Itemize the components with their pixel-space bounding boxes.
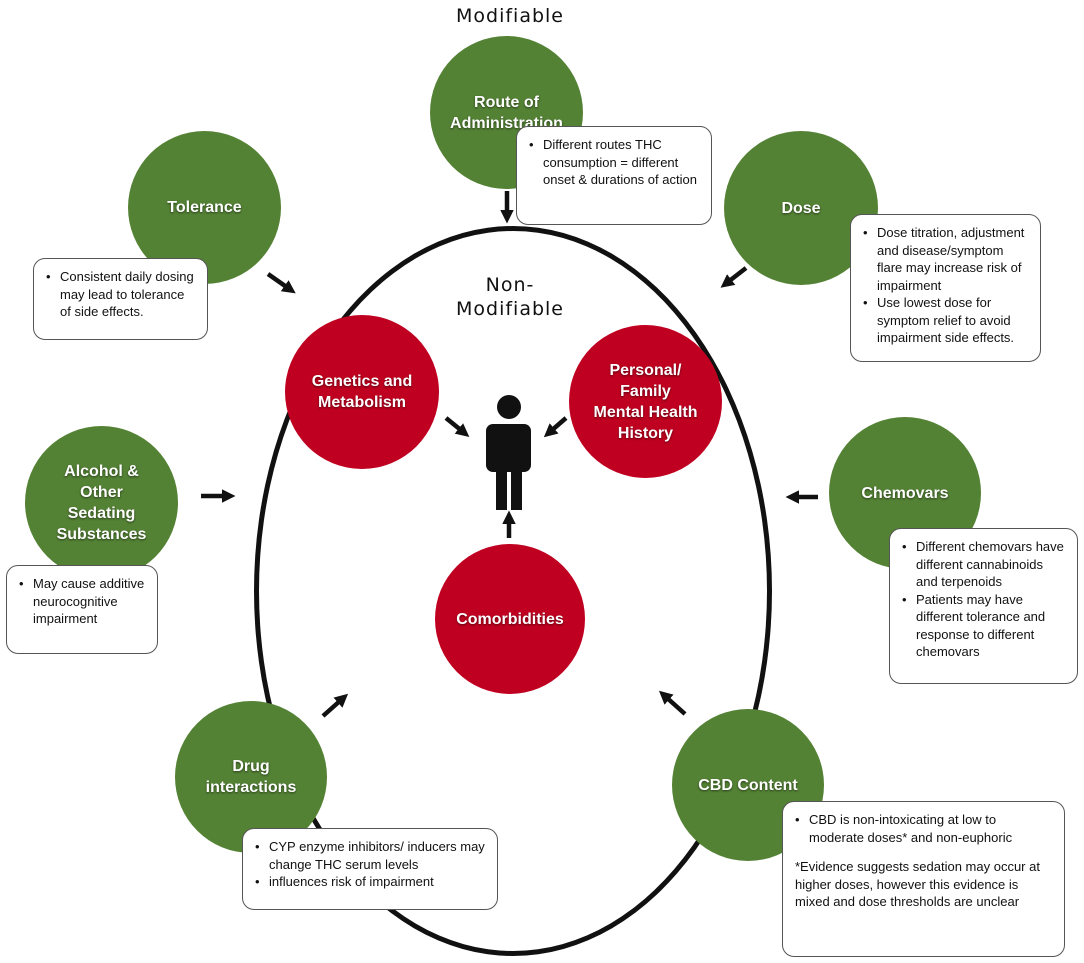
genetics-arrow (444, 416, 470, 437)
cbd-footnote: *Evidence suggests sedation may occur at… (795, 859, 1040, 909)
modifiable-heading: Modifiable (456, 5, 564, 27)
dose-note-box: Dose titration, adjustment and disease/s… (850, 214, 1041, 362)
drug-interactions-arrow (321, 693, 349, 718)
note-item: influences risk of impairment (255, 873, 487, 891)
mental-health-arrow (543, 416, 568, 438)
genetics-metabolism-circle: Genetics and Metabolism (285, 315, 439, 469)
note-item: Consistent daily dosing may lead to tole… (46, 268, 197, 321)
tolerance-note-box: Consistent daily dosing may lead to tole… (33, 258, 208, 340)
alcohol-note-box: May cause additive neurocognitive impair… (6, 565, 158, 654)
non-modifiable-heading: Non- Modifiable (456, 274, 564, 320)
note-item: Different chemovars have different canna… (902, 538, 1067, 591)
alcohol-sedating-substances-circle: Alcohol & Other Sedating Substances (25, 426, 178, 579)
tolerance-arrow (266, 272, 296, 294)
drug-interactions-circle: Drug interactions (175, 701, 327, 853)
note-item: CYP enzyme inhibitors/ inducers may chan… (255, 838, 487, 873)
note-item: May cause additive neurocognitive impair… (19, 575, 147, 628)
note-item: Dose titration, adjustment and disease/s… (863, 224, 1030, 294)
cbd-content-note-box: CBD is non-intoxicating at low to modera… (782, 801, 1065, 957)
cbd-content-arrow (658, 690, 687, 716)
mental-health-history-circle: Personal/ Family Mental Health History (569, 325, 722, 478)
note-item: CBD is non-intoxicating at low to modera… (795, 811, 1054, 846)
drug-interactions-note-box: CYP enzyme inhibitors/ inducers may chan… (242, 828, 498, 910)
dose-arrow (720, 266, 748, 288)
chemovars-note-box: Different chemovars have different canna… (889, 528, 1078, 684)
note-item: Different routes THC consumption = diffe… (529, 136, 701, 189)
comorbidities-circle: Comorbidities (435, 544, 585, 694)
note-item: Use lowest dose for symptom relief to av… (863, 294, 1030, 347)
note-item: Patients may have different tolerance an… (902, 591, 1067, 661)
person-icon (486, 395, 531, 510)
route-note-box: Different routes THC consumption = diffe… (516, 126, 712, 225)
